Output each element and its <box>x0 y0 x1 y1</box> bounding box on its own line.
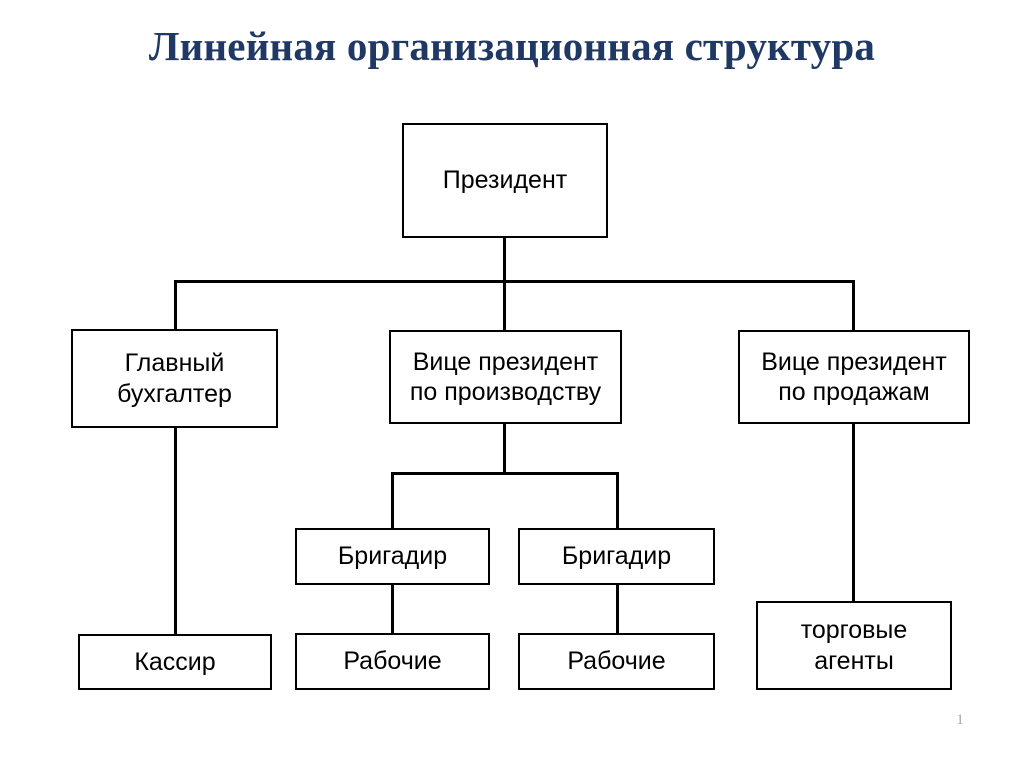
node-president-label: Президент <box>442 166 568 195</box>
connector-to-foreman-2 <box>616 472 619 530</box>
node-workers-2-label: Рабочие <box>567 647 666 676</box>
connector-to-foreman-1 <box>391 472 394 530</box>
connector-to-vp-production <box>503 280 506 331</box>
connector-foreman-1-to-workers-1 <box>391 583 394 635</box>
node-vp-sales-label: Вице президент по продажам <box>761 347 947 407</box>
node-workers-1[interactable]: Рабочие <box>295 633 490 690</box>
node-cashier[interactable]: Кассир <box>78 634 272 690</box>
page-title: Линейная организационная структура <box>148 23 876 69</box>
node-foreman-1[interactable]: Бригадир <box>295 528 490 585</box>
connector-to-vp-sales <box>852 280 855 331</box>
node-sales-agents-label: торговые агенты <box>800 616 908 675</box>
node-president[interactable]: Президент <box>402 123 608 238</box>
connector-foreman-2-to-workers-2 <box>616 583 619 635</box>
node-foreman-2[interactable]: Бригадир <box>518 528 715 585</box>
node-vp-production[interactable]: Вице президент по производству <box>389 330 622 424</box>
node-vp-sales[interactable]: Вице президент по продажам <box>738 330 970 424</box>
connector-chief-accountant-to-cashier <box>174 426 177 636</box>
connector-to-chief-accountant <box>174 280 177 331</box>
node-sales-agents[interactable]: торговые агенты <box>756 601 952 690</box>
connector-vp-sales-to-sales-agents <box>852 422 855 602</box>
node-workers-1-label: Рабочие <box>343 647 442 676</box>
connector-level1-bus <box>174 280 855 283</box>
connector-president-trunk <box>503 236 506 283</box>
connector-foremen-bus <box>391 472 619 475</box>
node-cashier-label: Кассир <box>134 647 216 676</box>
node-foreman-2-label: Бригадир <box>561 542 672 571</box>
node-vp-production-label: Вице президент по производству <box>409 347 602 407</box>
node-foreman-1-label: Бригадир <box>337 542 448 571</box>
node-workers-2[interactable]: Рабочие <box>518 633 715 690</box>
node-chief-accountant[interactable]: Главный бухгалтер <box>71 329 278 428</box>
page-number: 1 <box>956 712 964 728</box>
node-chief-accountant-label: Главный бухгалтер <box>117 349 232 408</box>
connector-vp-production-trunk <box>503 422 506 475</box>
